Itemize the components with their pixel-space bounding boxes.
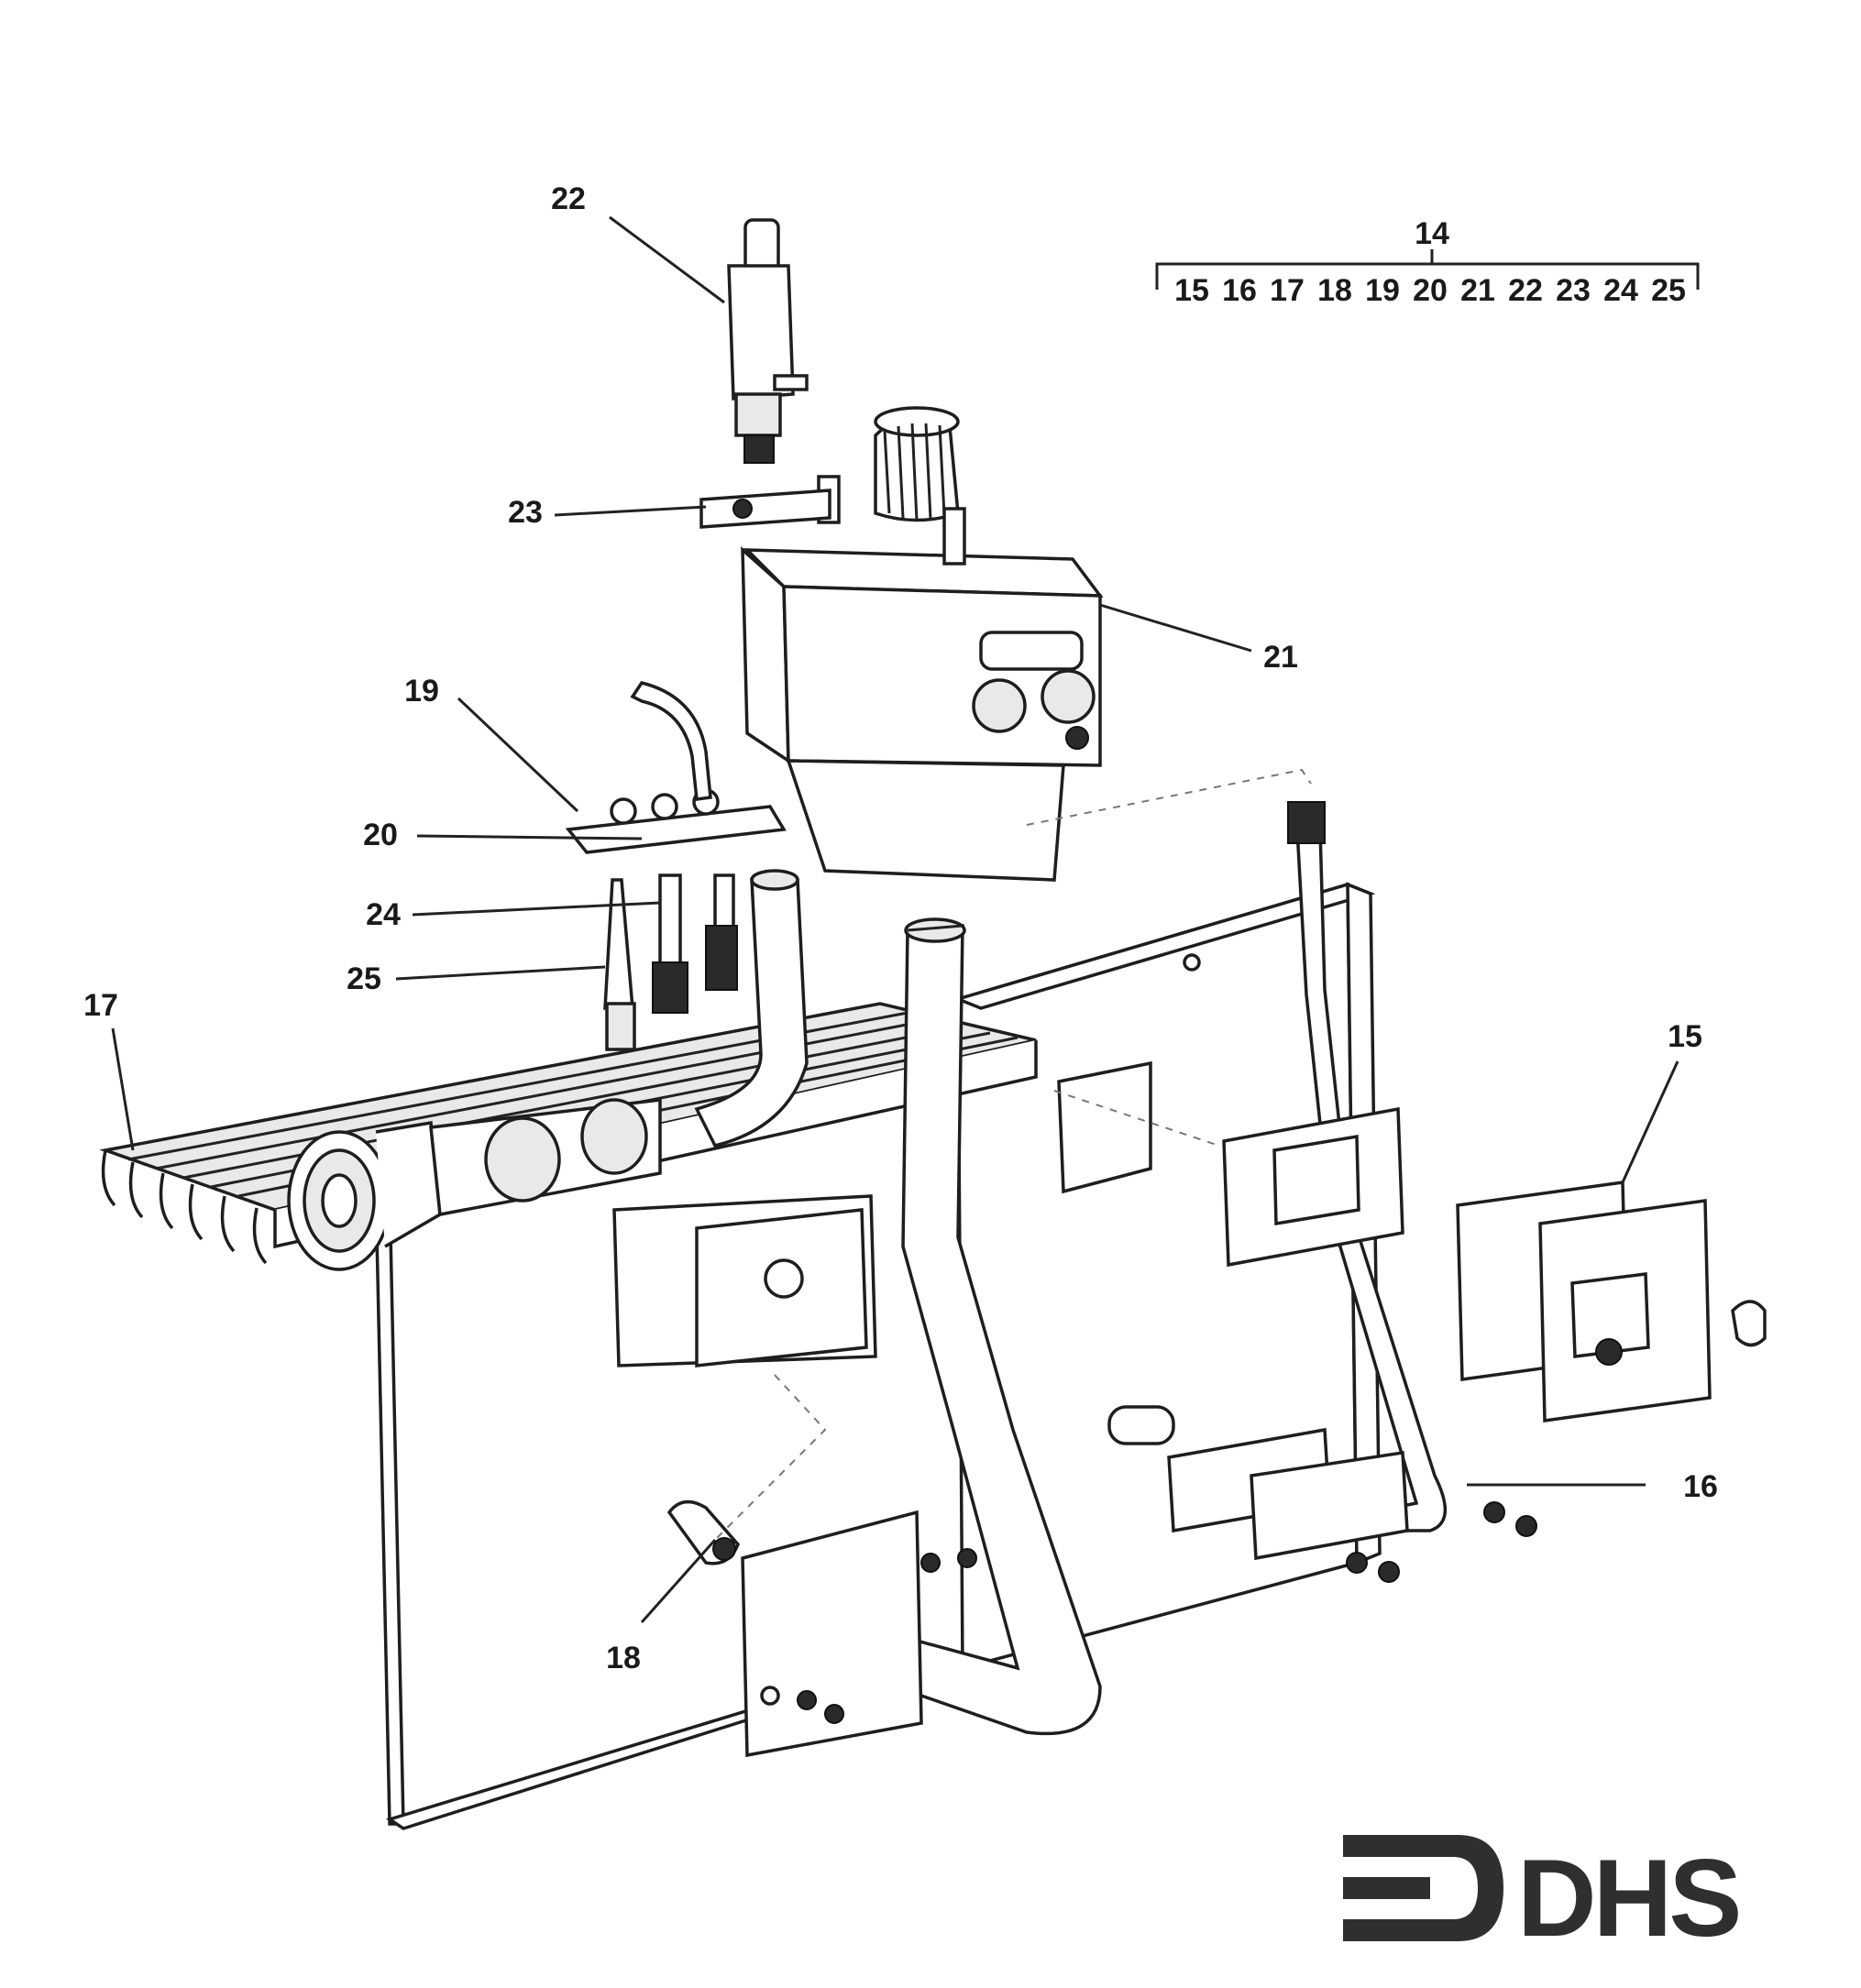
callout-18: 18 <box>606 1641 641 1675</box>
assembly-child-18: 18 <box>1317 273 1352 308</box>
assembly-child-23: 23 <box>1556 273 1591 308</box>
callout-20: 20 <box>363 818 398 852</box>
gas-valve <box>741 406 1104 882</box>
callout-21: 21 <box>1263 640 1298 675</box>
assembly-child-25: 25 <box>1651 273 1686 308</box>
callouts: 22 23 21 19 20 24 25 17 15 16 18 <box>83 181 1718 1675</box>
callout-24: 24 <box>366 897 401 932</box>
assembly-child-20: 20 <box>1413 273 1448 308</box>
bracket-and-bulb <box>699 218 831 529</box>
assembly-child-16: 16 <box>1222 273 1257 308</box>
assembly-child-19: 19 <box>1365 273 1400 308</box>
lower-left-bracket <box>612 1194 977 1758</box>
callout-15: 15 <box>1668 1019 1702 1054</box>
assembly-child-24: 24 <box>1603 273 1638 308</box>
nuts <box>1346 1501 1537 1583</box>
leader-lines <box>111 215 1679 1623</box>
gas-pipe-left <box>694 869 809 1148</box>
callout-25: 25 <box>347 961 381 996</box>
logo-text: DHS <box>1517 1837 1738 1960</box>
assembly-parent-number: 14 <box>1415 216 1449 251</box>
alignment-lines <box>714 768 1312 1541</box>
burner-collar <box>287 1098 662 1271</box>
callout-23: 23 <box>508 495 543 530</box>
assembly-child-22: 22 <box>1508 273 1543 308</box>
callout-16: 16 <box>1683 1469 1718 1504</box>
dhs-logo: DHS <box>1343 1835 1742 1960</box>
assembly-bracket: 14 15 16 17 18 19 20 21 22 23 24 25 <box>1155 216 1700 308</box>
callout-22: 22 <box>551 181 586 216</box>
assembly-child-21: 21 <box>1460 273 1495 308</box>
right-plates <box>1456 1180 1767 1423</box>
center-plates <box>1057 1060 1409 1561</box>
pilot-assembly <box>565 681 787 1051</box>
callout-17: 17 <box>83 988 118 1023</box>
assembly-child-15: 15 <box>1174 273 1209 308</box>
callout-19: 19 <box>404 674 439 708</box>
assembly-child-17: 17 <box>1270 273 1305 308</box>
